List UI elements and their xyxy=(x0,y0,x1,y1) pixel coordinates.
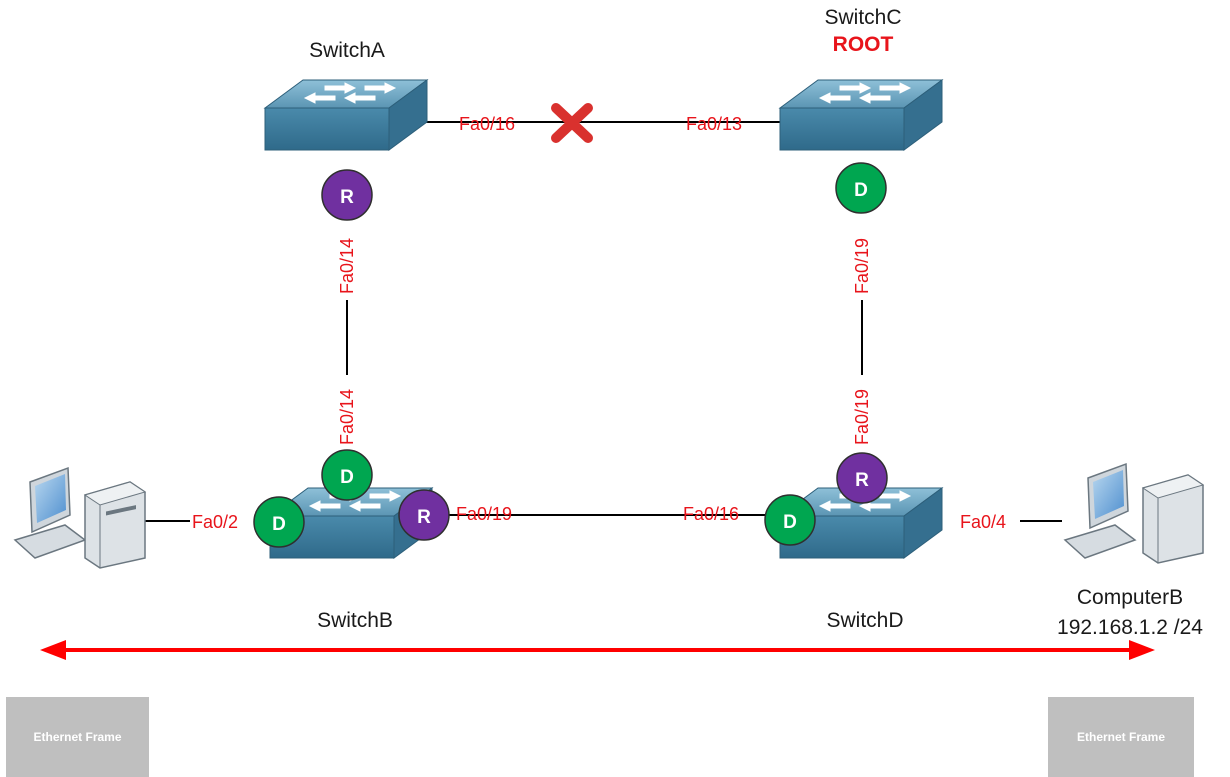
switch-a-name: SwitchA xyxy=(309,39,385,62)
root-bridge-label: ROOT xyxy=(832,33,894,56)
svg-text:R: R xyxy=(340,187,354,208)
port-label-a-c: Fa0/16 xyxy=(459,114,516,134)
ethernet-frame-right: Ethernet Frame xyxy=(1048,697,1194,777)
port-label-b-a: Fa0/14 xyxy=(337,388,357,445)
port-label-a-b: Fa0/14 xyxy=(337,237,357,294)
double-arrow-icon xyxy=(40,640,1155,660)
switch-c-name: SwitchC xyxy=(824,6,902,29)
svg-text:R: R xyxy=(417,507,431,528)
port-role-c-designated: D xyxy=(835,162,887,214)
port-role-b-root-right: R xyxy=(398,489,450,541)
svg-text:D: D xyxy=(340,467,354,488)
ethernet-frame-left: Ethernet Frame xyxy=(6,697,149,777)
port-role-a-root: R xyxy=(321,169,373,221)
port-role-d-root-top: R xyxy=(836,452,888,504)
port-label-b-d: Fa0/19 xyxy=(456,504,513,524)
blocked-x-icon xyxy=(551,103,593,143)
switch-icon-c xyxy=(779,79,943,151)
port-role-b-designated-top: D xyxy=(321,449,373,501)
computer-icon-left xyxy=(13,466,147,569)
svg-text:D: D xyxy=(272,514,286,535)
computer-b-name: ComputerB xyxy=(1076,586,1184,609)
computer-icon-right xyxy=(1063,462,1205,564)
computer-b-ip: 192.168.1.2 /24 xyxy=(1057,616,1203,639)
port-label-d-b: Fa0/16 xyxy=(683,504,740,524)
switch-icon-a xyxy=(264,79,428,151)
port-label-c-d: Fa0/19 xyxy=(852,237,872,294)
switch-b-name: SwitchB xyxy=(317,609,393,632)
port-role-d-designated-left: D xyxy=(764,494,816,546)
port-label-d-c: Fa0/19 xyxy=(852,388,872,445)
port-label-d-pc: Fa0/4 xyxy=(960,512,1007,532)
switch-d-name: SwitchD xyxy=(826,609,904,632)
svg-text:D: D xyxy=(783,512,797,533)
svg-text:R: R xyxy=(855,470,869,491)
port-role-b-designated-left: D xyxy=(253,496,305,548)
port-label-b-pc: Fa0/2 xyxy=(192,512,239,532)
svg-text:D: D xyxy=(854,180,868,201)
port-label-c-a: Fa0/13 xyxy=(686,114,743,134)
